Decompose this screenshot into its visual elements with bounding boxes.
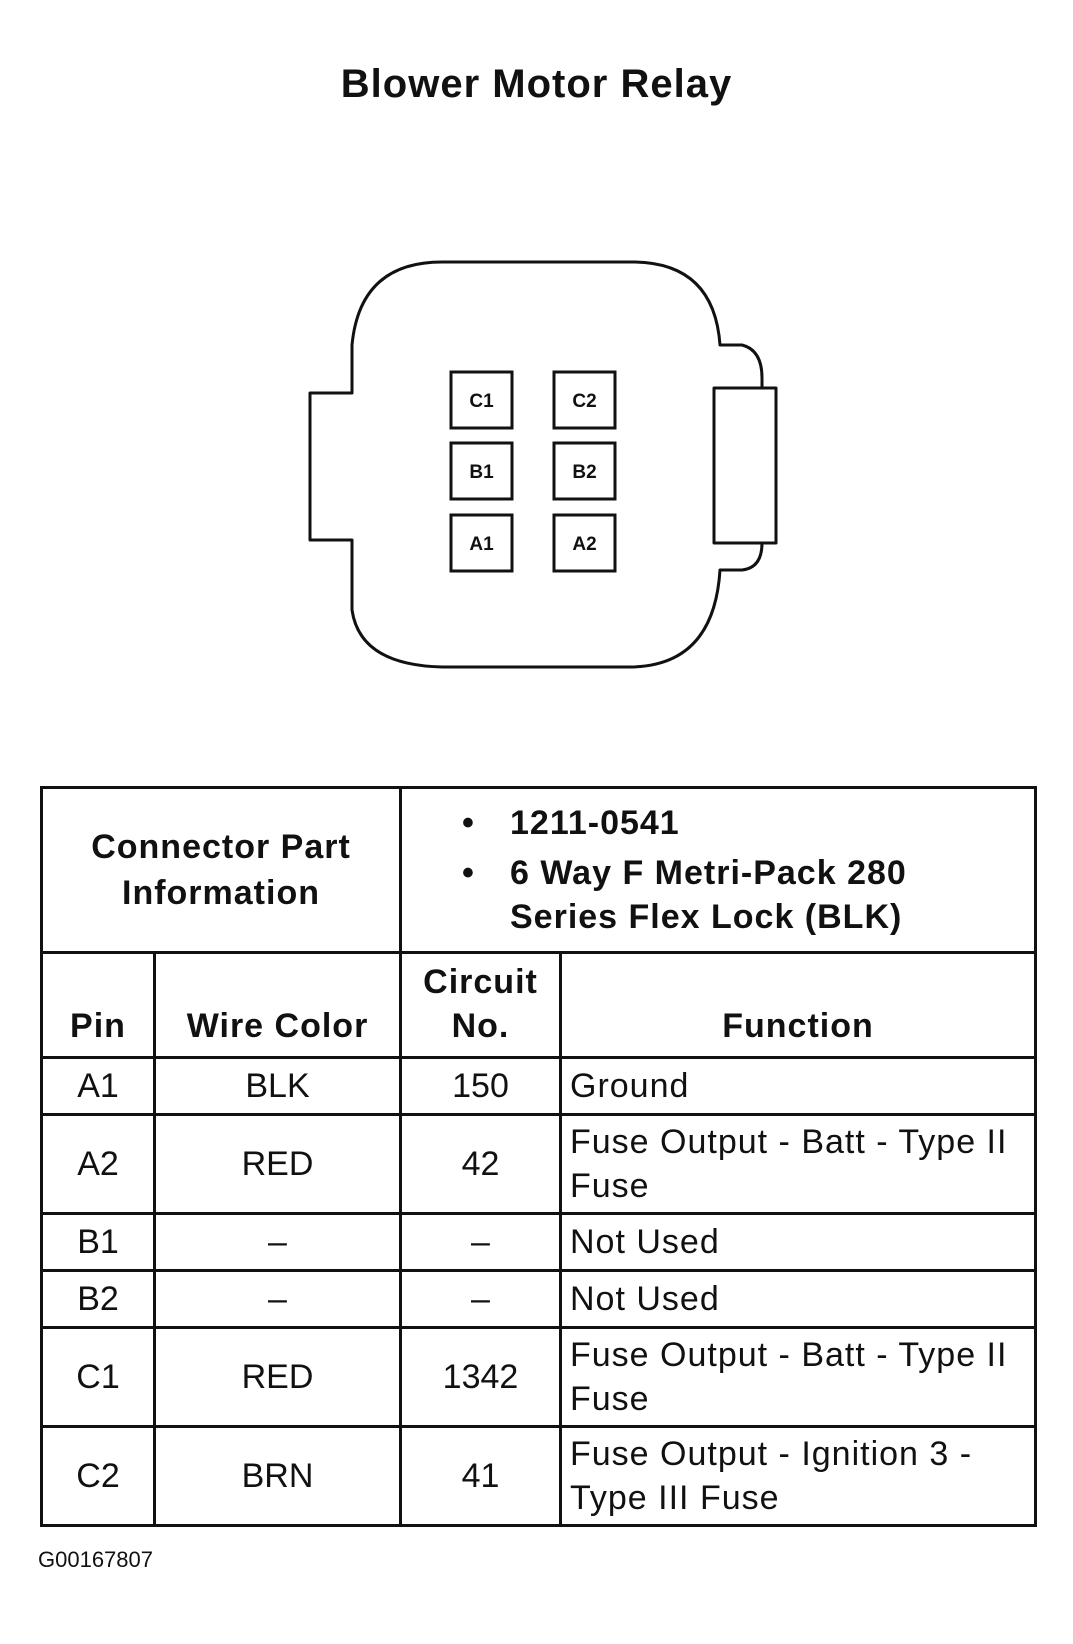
pin-label-c1: C1 [469,391,494,412]
wire-color-cell: BRN [153,1425,402,1527]
part-number: 1211-0541 [510,804,680,842]
wire-color-cell: RED [153,1326,402,1428]
pin-label-b2: B2 [572,462,596,483]
wire-color-cell: – [153,1269,402,1329]
function-cell: Fuse Output - Batt - Type II Fuse [558,1113,1038,1215]
table-row: B2 – – Not Used [40,1269,1038,1329]
part-description: 6 Way F Metri-Pack 280 Series Flex Lock … [510,854,907,936]
pin-cell: B1 [40,1212,156,1272]
pin-cavity-c2 [552,370,617,430]
part-info-header-line1: Connector Part [91,828,351,866]
table-row: C1 RED 1342 Fuse Output - Batt - Type II… [40,1326,1038,1428]
pin-cell: C2 [40,1425,156,1527]
part-info-list: • 1211-0541 • 6 Way F Metri-Pack 280 Ser… [398,786,1038,954]
table-row: B1 – – Not Used [40,1212,1038,1272]
pin-label-a2: A2 [572,534,596,555]
bullet-glyph: • [462,854,475,892]
wire-color-cell: RED [153,1113,402,1215]
pin-cavity-b2 [552,441,617,501]
table-row: C2 BRN 41 Fuse Output - Ignition 3 - Typ… [40,1425,1038,1527]
circuit-cell: 41 [399,1425,562,1527]
pin-label-c2: C2 [572,391,596,412]
col-header-pin: Pin [40,951,156,1059]
function-cell: Ground [558,1056,1038,1116]
col-header-circuit-line2: No. [451,1007,510,1045]
col-header-wire-color: Wire Color [153,951,402,1059]
circuit-cell: 150 [399,1056,562,1116]
pin-cell: B2 [40,1269,156,1329]
pin-cell: A1 [40,1056,156,1116]
connector-info-table: Connector Part Information • 1211-0541 •… [40,786,1038,1527]
pin-cavity-a1 [449,513,514,573]
pin-cell: A2 [40,1113,156,1215]
col-header-circuit: Circuit No. [399,951,562,1059]
wire-color-cell: BLK [153,1056,402,1116]
function-cell: Not Used [558,1212,1038,1272]
pin-cavity-a2 [552,513,617,573]
table-row: A2 RED 42 Fuse Output - Batt - Type II F… [40,1113,1038,1215]
pin-cell: C1 [40,1326,156,1428]
circuit-cell: 1342 [399,1326,562,1428]
pin-cavity-b1 [449,441,514,501]
pin-cavity-c1 [449,370,514,430]
bullet-glyph: • [462,804,475,842]
function-cell: Fuse Output - Batt - Type II Fuse [558,1326,1038,1428]
circuit-cell: 42 [399,1113,562,1215]
col-header-circuit-line1: Circuit [423,963,538,1001]
function-cell: Fuse Output - Ignition 3 - Type III Fuse [558,1425,1038,1527]
function-cell: Not Used [558,1269,1038,1329]
diagram-title: Blower Motor Relay [340,62,733,106]
pin-label-b1: B1 [469,462,494,483]
col-header-function: Function [558,951,1038,1059]
part-info-header-line2: Information [122,874,320,912]
connector-body-outline [308,260,764,669]
part-number-item: • 1211-0541 [462,801,1024,845]
wire-color-cell: – [153,1212,402,1272]
connector-latch [712,386,778,545]
part-info-header: Connector Part Information [40,786,402,954]
pin-label-a1: A1 [469,534,494,555]
table-row: A1 BLK 150 Ground [40,1056,1038,1116]
circuit-cell: – [399,1212,562,1272]
circuit-cell: – [399,1269,562,1329]
figure-id: G00167807 [38,1547,153,1572]
part-description-item: • 6 Way F Metri-Pack 280 Series Flex Loc… [462,851,1024,939]
